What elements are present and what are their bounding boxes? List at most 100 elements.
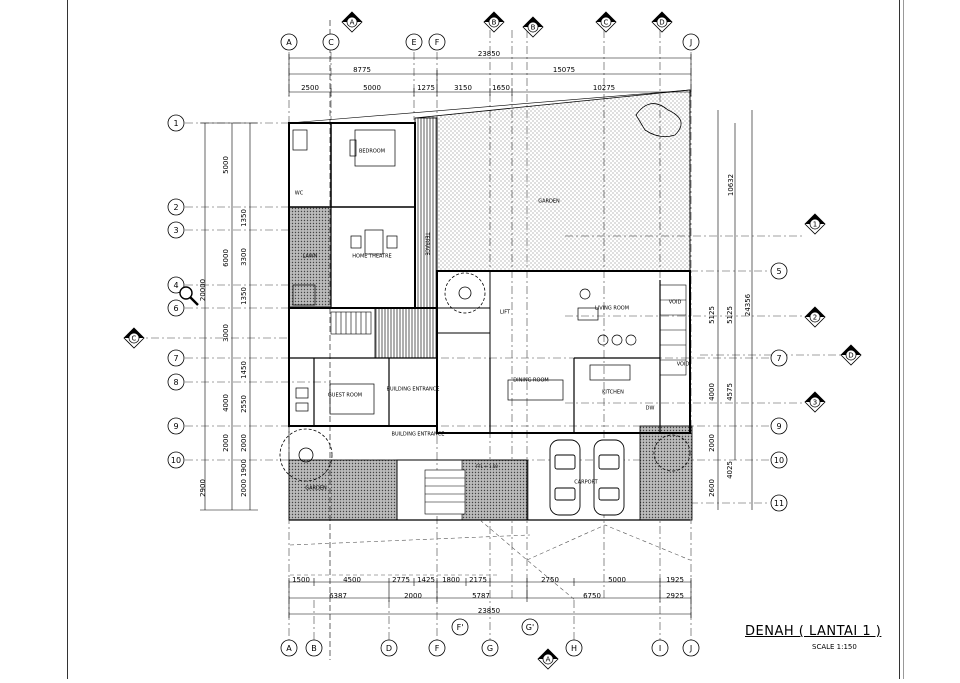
dim-right-inner-5: 4025: [726, 461, 734, 479]
stair-deck: [374, 307, 438, 359]
grid-bottom-J-bubble: [682, 639, 700, 657]
room-building-entrance-1: BUILDING ENTRANCE: [387, 387, 440, 393]
grid-left-1-bubble: [167, 114, 185, 132]
room-dw: DW: [646, 406, 655, 412]
grid-left-8-bubble: [167, 373, 185, 391]
dim-left-outer-1: 6000: [222, 249, 230, 267]
grid-top-A: A: [286, 38, 292, 47]
dim-left-inner-7: 2000: [240, 479, 248, 497]
grid-left-8: 8: [173, 378, 178, 387]
dim-top-r3-5: 10275: [593, 84, 615, 92]
grid-bottom-I: I: [659, 644, 661, 653]
dim-bottom-r2-3: 6750: [583, 592, 601, 600]
dim-left-outer-2: 20000: [199, 279, 207, 301]
dim-bottom-r1-3: 1425: [417, 576, 435, 584]
grid-top-J-bubble: [682, 33, 700, 51]
drawing-title: DENAH ( LANTAI 1 ): [745, 624, 882, 639]
room-void-1: VOID: [669, 300, 682, 306]
section-top-A: A: [350, 19, 355, 27]
trees: [279, 103, 691, 482]
grid-sub-1: G': [526, 623, 534, 632]
grid-bottom-H-bubble: [565, 639, 583, 657]
dim-top-r3-0: 2500: [301, 84, 319, 92]
room-wc: WC: [295, 191, 304, 197]
grid-right-10: 10: [774, 456, 784, 465]
room-living-room: LIVING ROOM: [595, 306, 629, 312]
grid-top-E: E: [411, 38, 416, 47]
grid-left-6-bubble: [167, 299, 185, 317]
grid-bottom-J: J: [689, 644, 692, 653]
section-right-2: 2: [813, 314, 817, 322]
section-right-3: 3: [813, 399, 817, 407]
dimension-lines-right: [717, 110, 753, 510]
carport-cars: [549, 439, 625, 516]
grid-right-7-bubble: [770, 349, 788, 367]
dim-right-inner-0: 5125: [708, 306, 716, 324]
grid-left-9: 9: [173, 422, 178, 431]
dim-bottom-r1-1: 4500: [343, 576, 361, 584]
sheet-border-left: [67, 0, 68, 679]
grid-right-5-bubble: [770, 262, 788, 280]
dim-left-inner-3: 1450: [240, 361, 248, 379]
grid-left-7: 7: [173, 354, 178, 363]
grid-sub-1-bubble: [521, 618, 539, 636]
grid-left-4-bubble: [167, 276, 185, 294]
room-void-2: VOID: [677, 362, 690, 368]
grid-bottom-D: D: [386, 644, 392, 653]
dim-right-outer-1: 24356: [744, 293, 752, 316]
grid-bottom-F-bubble: [428, 639, 446, 657]
dim-bottom-r1-5: 2175: [469, 576, 487, 584]
right-garden-area: [639, 425, 693, 521]
room-terrace: TERRACE: [424, 232, 430, 256]
grid-left-9-bubble: [167, 417, 185, 435]
grid-left-3: 3: [173, 226, 178, 235]
dimension-lines-left: [200, 122, 258, 511]
zoom-magnifier-icon[interactable]: [178, 285, 200, 307]
grid-left-4: 4: [173, 281, 178, 290]
section-right-D-marker-circle: [845, 349, 857, 361]
driveway: [289, 519, 691, 601]
room-building-entrance-2: BUILDING ENTRANCE: [392, 432, 445, 438]
section-right-1-marker-circle: [809, 218, 821, 230]
grid-top-C: C: [328, 38, 334, 47]
sheet-border-right: [899, 0, 900, 679]
drawing-scale: SCALE 1:150: [812, 643, 857, 651]
dim-left-outer-5: 2000: [222, 434, 230, 452]
section-right-1: 1: [813, 221, 817, 229]
room-carport: CARPORT: [574, 480, 598, 486]
dim-right-inner-2: 4000: [708, 383, 716, 401]
grid-sub-0: F': [457, 623, 464, 632]
dim-left-inner-2: 1350: [240, 287, 248, 305]
dim-left-outer-0: 5000: [222, 156, 230, 174]
room-lift: LIFT: [500, 310, 511, 316]
room-kitchen: KITCHEN: [602, 390, 624, 396]
room-guest-room: GUEST ROOM: [328, 393, 362, 399]
grid-right-11-bubble: [770, 494, 788, 512]
grid-left-2: 2: [173, 203, 178, 212]
dim-top-r3-4: 1650: [492, 84, 510, 92]
dimension-lines-top: [288, 54, 692, 96]
section-right-2-marker-circle: [809, 311, 821, 323]
section-top-C: C: [604, 19, 609, 27]
lawn-area: [288, 206, 332, 308]
grid-bottom-A-bubble: [280, 639, 298, 657]
dim-left-inner-4: 2550: [240, 395, 248, 413]
dim-bottom-r1-6: 2750: [541, 576, 559, 584]
dim-left-inner-5: 2000: [240, 434, 248, 452]
dim-left-outer-4: 4000: [222, 394, 230, 412]
grid-bottom-G-bubble: [481, 639, 499, 657]
dim-right-inner-4: 2000: [708, 434, 716, 452]
grid-bottom-B-bubble: [305, 639, 323, 657]
bottom-garden-mid: [461, 459, 529, 521]
grid-left-3-bubble: [167, 221, 185, 239]
section-bottom-A-marker-circle: [542, 653, 554, 665]
section-top-D: D: [659, 19, 664, 27]
dim-left-inner-1: 3300: [240, 248, 248, 266]
dim-right-inner-6: 2600: [708, 479, 716, 497]
section-right-D: D: [848, 352, 853, 360]
dim-left-outer-6: 2900: [199, 479, 207, 497]
grid-bottom-A: A: [286, 644, 292, 653]
